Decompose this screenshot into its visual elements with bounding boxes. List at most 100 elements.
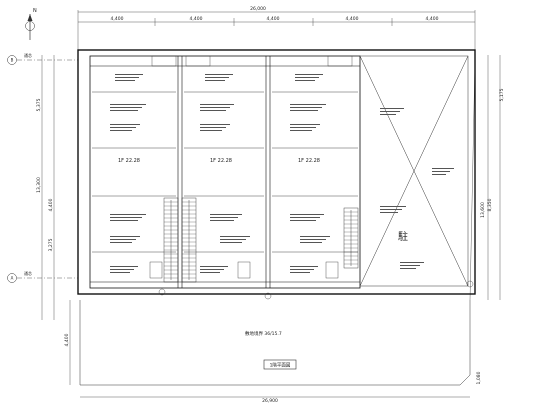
callout-note — [115, 77, 139, 78]
callout-note — [290, 217, 320, 218]
stair — [163, 197, 197, 283]
callout-note — [110, 104, 146, 105]
top-dimension: 4,400 — [267, 16, 280, 22]
callout-note — [200, 266, 228, 267]
callout-note — [380, 108, 404, 109]
callout-note — [110, 220, 138, 221]
callout-note — [200, 272, 220, 273]
callout-note — [200, 124, 230, 125]
corner-dimension: 1,080 — [476, 371, 482, 384]
callout-note — [295, 74, 323, 75]
callout-note — [295, 77, 319, 78]
callout-note — [220, 239, 246, 240]
callout-note — [110, 242, 132, 243]
callout-note — [300, 242, 322, 243]
callout-note — [210, 217, 238, 218]
callout-note — [380, 206, 406, 207]
callout-note — [110, 130, 132, 131]
top-total-dimension: 26,000 — [250, 6, 266, 12]
callout-note — [400, 262, 424, 263]
title-box-label: 1階平面図 — [270, 362, 291, 369]
parking-mark: 駐 — [398, 230, 408, 243]
callout-note — [110, 214, 146, 215]
site-note: 敷地境界 36/15.7 — [245, 330, 282, 337]
callout-note — [200, 110, 226, 111]
callout-note — [110, 107, 142, 108]
callout-note — [110, 266, 138, 267]
callout-note — [432, 174, 446, 175]
inner-dimension: 13,600 — [480, 202, 486, 218]
callout-note — [290, 107, 322, 108]
axis-label: 通芯 — [24, 270, 32, 276]
callout-note — [380, 212, 398, 213]
callout-note — [290, 130, 312, 131]
callout-note — [290, 124, 320, 125]
axis-key-label: B — [11, 58, 14, 63]
bottom-total-dimension: 26,900 — [262, 398, 278, 404]
top-dimension: 4,400 — [190, 16, 203, 22]
callout-note — [400, 265, 420, 266]
top-dimension: 4,400 — [111, 16, 124, 22]
left-dimension: 13,300 — [36, 177, 42, 193]
callout-note — [290, 110, 318, 111]
site-boundary — [79, 300, 471, 386]
callout-note — [290, 266, 318, 267]
callout-note — [110, 236, 140, 237]
callout-note — [200, 269, 224, 270]
room-label: 1F 22.28 — [298, 158, 320, 164]
room-label: 1F 22.28 — [210, 158, 232, 164]
callout-note — [115, 74, 143, 75]
callout-note — [220, 242, 242, 243]
left-dimension: 3,275 — [48, 238, 54, 251]
callout-note — [432, 168, 454, 169]
left-dimension: 4,400 — [64, 333, 70, 346]
callout-note — [200, 107, 230, 108]
callout-note — [110, 269, 134, 270]
top-dimension: 4,400 — [346, 16, 359, 22]
callout-note — [205, 77, 229, 78]
callout-note — [290, 269, 314, 270]
callout-note — [300, 239, 326, 240]
callout-note — [290, 104, 326, 105]
callout-note — [380, 114, 396, 115]
callout-note — [110, 239, 136, 240]
callout-note — [200, 130, 222, 131]
callout-note — [110, 127, 136, 128]
callout-note — [380, 209, 402, 210]
north-arrow: N — [25, 8, 37, 40]
callout-note — [110, 110, 138, 111]
callout-note — [110, 272, 130, 273]
callout-note — [110, 124, 140, 125]
room-label: 1F 22.28 — [118, 158, 140, 164]
callout-note — [295, 80, 315, 81]
callout-note — [210, 220, 234, 221]
stair — [343, 207, 359, 269]
callout-note — [290, 220, 316, 221]
callout-note — [200, 104, 234, 105]
right-dimension: 8,350 — [487, 198, 493, 211]
right-dimension: 5,175 — [499, 88, 505, 101]
callout-note — [300, 236, 330, 237]
title-box — [263, 359, 297, 370]
axis-label: 通芯 — [24, 52, 32, 58]
axis-key-a: A 通芯 — [7, 270, 78, 283]
callout-note — [432, 171, 450, 172]
callout-note — [210, 214, 242, 215]
callout-note — [290, 127, 316, 128]
callout-note — [220, 236, 250, 237]
parking-area — [359, 55, 469, 287]
left-dimension: 4,400 — [48, 198, 54, 211]
callout-note — [290, 272, 310, 273]
callout-note — [380, 111, 400, 112]
callout-note — [205, 80, 225, 81]
axis-key-b: B 通芯 — [7, 52, 78, 65]
callout-note — [290, 214, 324, 215]
left-dimension: 5,375 — [36, 98, 42, 111]
axis-key-label: A — [11, 276, 14, 281]
callout-note — [110, 217, 142, 218]
callout-note — [400, 268, 416, 269]
callout-note — [200, 127, 226, 128]
compass-label: N — [33, 8, 37, 14]
top-dimension: 4,400 — [426, 16, 439, 22]
